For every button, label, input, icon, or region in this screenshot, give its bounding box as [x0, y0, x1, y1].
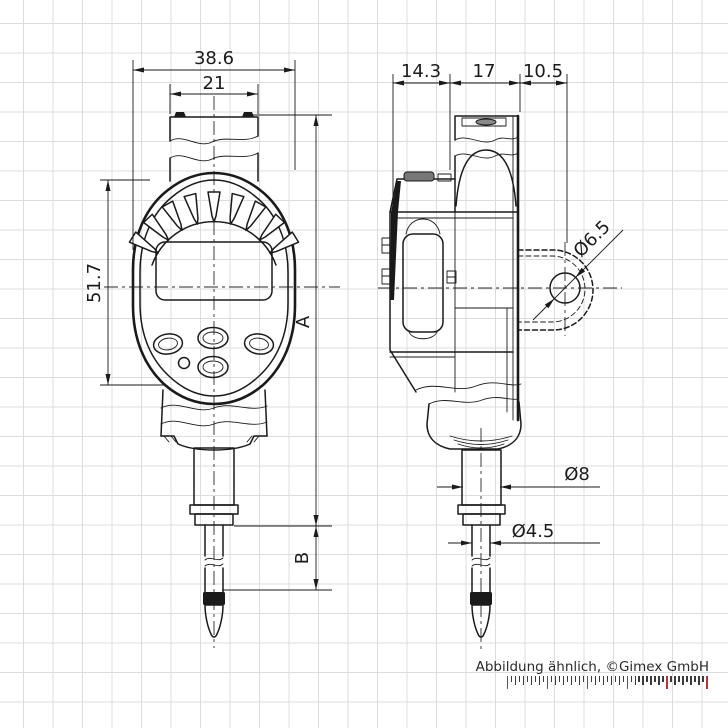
- dim-body-height-label: 51.7: [84, 263, 105, 303]
- spindle-grip-band: [203, 592, 225, 605]
- mounting-lug: [517, 249, 594, 331]
- front-cap: [169, 112, 259, 182]
- centerlines: [104, 96, 622, 650]
- side-button-step: [437, 173, 452, 182]
- button-left: [152, 333, 184, 355]
- battery-door: [402, 218, 444, 340]
- scale-ruler: [507, 676, 708, 690]
- front-neck: [160, 389, 268, 451]
- side-spindle-grip-band: [470, 592, 492, 605]
- dim-stem-dia-label: Ø8: [564, 464, 590, 485]
- contact-tip: [204, 604, 224, 638]
- indicator-dot: [177, 356, 191, 370]
- side-spindle: [470, 524, 492, 638]
- bezel-ribs: [128, 191, 300, 254]
- button-top: [197, 326, 229, 350]
- lug-hole: [549, 272, 581, 304]
- dim-b-label: B: [292, 552, 313, 564]
- cap-tab-right: [242, 112, 254, 117]
- clamp-tab-lower: [381, 268, 391, 285]
- cap-knob: [475, 118, 497, 126]
- cap-tab-left: [174, 112, 186, 117]
- dim-lug-hole-label: Ø6.5: [570, 217, 615, 262]
- dim-total-width-label: 38.6: [194, 48, 234, 69]
- side-body: [381, 171, 519, 413]
- dimensions: 38.6 21 51.7 14.3 17 10.5 A B Ø6.5 Ø8 Ø4…: [84, 48, 624, 591]
- dim-bezel-depth-label: 14.3: [401, 61, 441, 82]
- dim-body-depth-label: 17: [473, 61, 496, 82]
- button-bottom: [197, 355, 229, 379]
- dim-lug-offset-label: 10.5: [523, 61, 563, 82]
- button-right: [243, 333, 275, 355]
- side-contact-tip: [471, 604, 491, 638]
- side-view: [381, 114, 594, 638]
- dimension-arrows: [105, 67, 586, 590]
- dim-spindle-dia-label: Ø4.5: [512, 521, 555, 542]
- front-stem: [189, 447, 239, 526]
- thread-marks: [449, 435, 513, 449]
- dim-a-label: A: [293, 315, 314, 328]
- clamp-tab-upper: [381, 237, 391, 254]
- side-dome: [455, 149, 517, 207]
- dim-cap-width-label: 21: [203, 73, 226, 94]
- copyright-caption: Abbildung ähnlich, ©Gimex GmbH: [476, 659, 709, 675]
- side-stem: [457, 449, 506, 526]
- side-button: [403, 171, 435, 182]
- lcd-display: [155, 241, 273, 301]
- front-view: [128, 112, 300, 638]
- bezel-inner-dome: [151, 220, 277, 266]
- front-spindle: [203, 524, 225, 638]
- side-cap: [454, 114, 520, 422]
- bezel-edge-shading: [390, 181, 401, 300]
- side-bottom-cap: [415, 382, 522, 450]
- front-buttons: [152, 326, 275, 379]
- front-body: [131, 171, 297, 406]
